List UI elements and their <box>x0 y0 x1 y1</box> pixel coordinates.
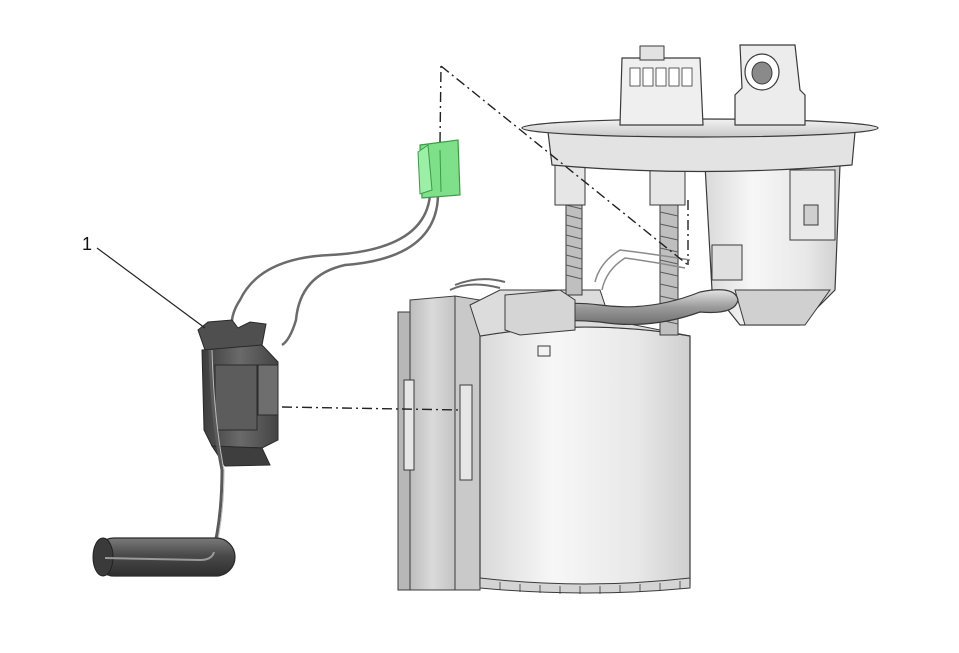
connector-pins <box>629 67 693 87</box>
reservoir-bottom-rim <box>479 577 691 594</box>
housing-bracket-slot <box>803 204 819 226</box>
reservoir-rim-notches <box>499 581 681 594</box>
reservoir-clip <box>403 379 415 471</box>
upper-housing <box>554 164 841 326</box>
housing-cone <box>734 289 831 326</box>
callout-leader-line <box>96 247 206 329</box>
assembly-line-diagonal <box>440 65 689 266</box>
callout-number: 1 <box>82 234 92 254</box>
sender-card <box>214 364 258 431</box>
float-arm-inner <box>211 349 225 557</box>
green-connector-latch <box>417 144 433 195</box>
connector-latch <box>639 45 665 61</box>
reservoir-cylinder <box>479 326 691 592</box>
callout-1: 1 <box>82 234 206 329</box>
float-body <box>94 537 236 577</box>
sender-resistor <box>257 364 279 416</box>
float-end-cap <box>92 537 114 577</box>
reservoir-clip <box>459 384 473 481</box>
outlet-bore-inner <box>751 61 773 85</box>
fuel-hose <box>449 278 739 336</box>
fuel-level-sensor-connector <box>417 139 461 199</box>
wire <box>594 249 691 283</box>
mounting-flange <box>521 44 879 173</box>
fuel-level-sender <box>197 319 279 557</box>
fuel-reservoir-bucket <box>397 289 691 594</box>
sender-wiring <box>230 194 691 347</box>
fuel-hose-fitting <box>504 289 576 336</box>
housing-tab <box>711 244 743 281</box>
wire <box>230 194 432 331</box>
wire <box>601 257 686 291</box>
small-hoses <box>449 278 506 291</box>
reservoir-side-panel <box>409 295 456 591</box>
float-arm <box>208 349 224 557</box>
reservoir-latch <box>537 345 551 357</box>
housing-post <box>554 164 586 206</box>
float-arm-tip <box>104 551 215 562</box>
fuel-float <box>92 537 236 577</box>
flange-skirt <box>547 131 856 173</box>
wire <box>281 195 440 347</box>
assembly-line-connector-up <box>439 65 442 143</box>
assembly-lines <box>281 65 689 411</box>
